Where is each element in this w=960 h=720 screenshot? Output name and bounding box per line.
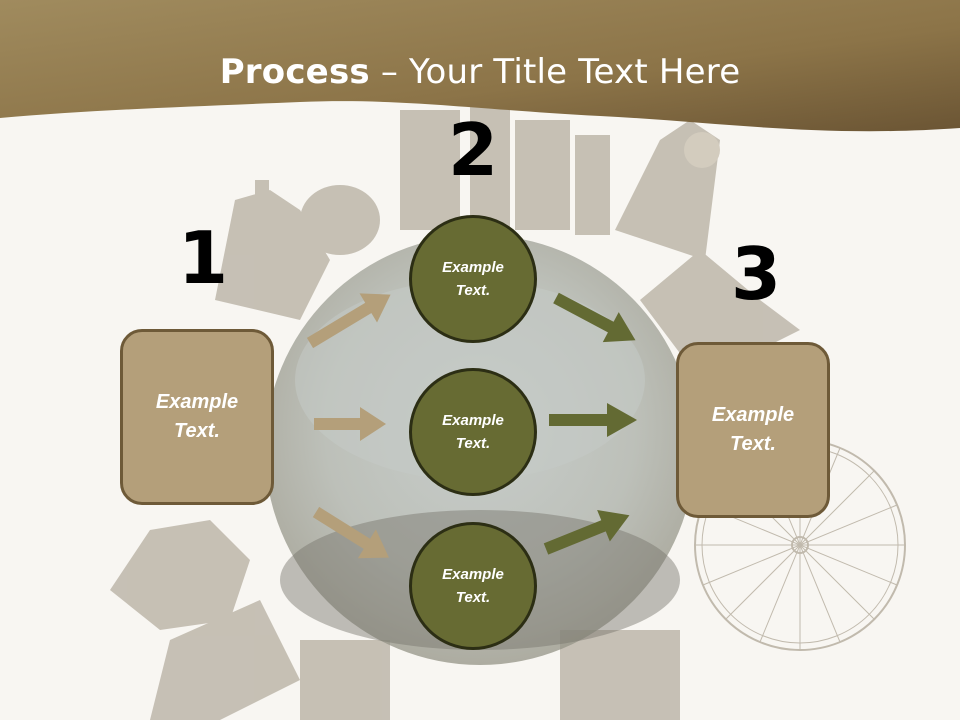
ferris-wheel <box>694 439 906 651</box>
step-2-circle-bottom: Example Text. <box>409 522 537 650</box>
step-3-box: Example Text. <box>676 342 830 518</box>
step-2-circle-middle: Example Text. <box>409 368 537 496</box>
circle-top-text: Example Text. <box>442 259 504 299</box>
step-1-box: Example Text. <box>120 329 274 505</box>
title-bold: Process <box>219 52 370 92</box>
step-3-box-text: Example Text. <box>711 404 795 455</box>
city-silhouette <box>110 95 800 720</box>
step-number-2: 2 <box>448 108 499 192</box>
step-number-1: 1 <box>178 216 229 300</box>
circle-bottom-text: Example Text. <box>442 566 504 606</box>
circle-middle-text: Example Text. <box>442 412 504 452</box>
step-1-box-text: Example Text. <box>155 391 239 442</box>
title-rest: – Your Title Text Here <box>369 52 741 92</box>
title-banner <box>0 0 960 132</box>
slide-title: Process – Your Title Text Here <box>0 52 960 92</box>
step-2-circle-top: Example Text. <box>409 215 537 343</box>
step-number-3: 3 <box>731 232 782 316</box>
